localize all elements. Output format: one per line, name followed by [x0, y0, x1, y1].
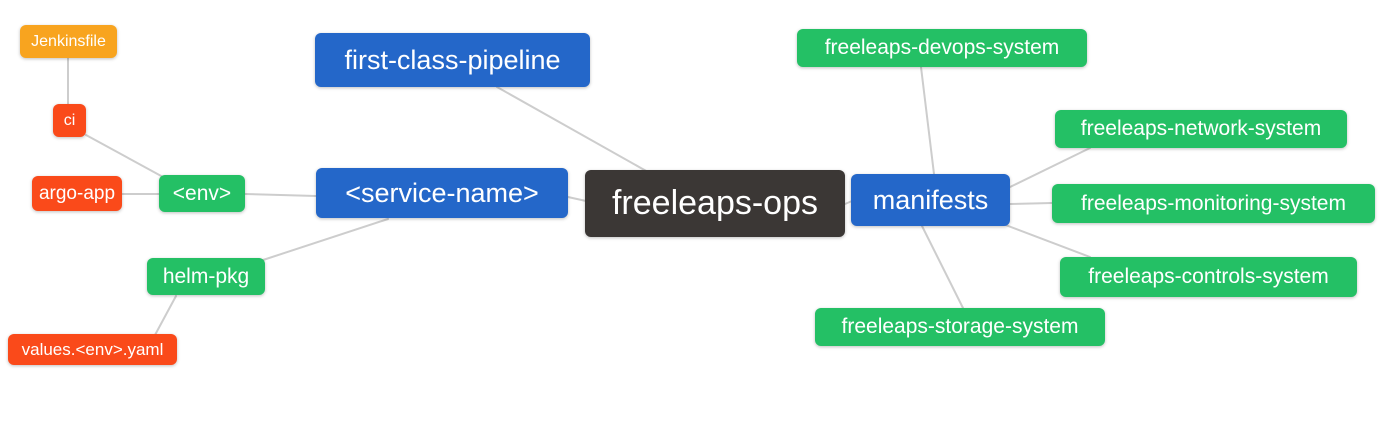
node-freeleaps-devops-system[interactable]: freeleaps-devops-system — [797, 29, 1087, 67]
edge-manifests-storage-system — [921, 225, 964, 309]
node-freeleaps-monitoring-system[interactable]: freeleaps-monitoring-system — [1052, 184, 1375, 223]
node-first-class-pipeline[interactable]: first-class-pipeline — [315, 33, 590, 87]
node-freeleaps-controls-system[interactable]: freeleaps-controls-system — [1060, 257, 1357, 297]
node-jenkinsfile[interactable]: Jenkinsfile — [20, 25, 117, 58]
edge-service-name-env — [244, 193, 317, 197]
node-ci[interactable]: ci — [53, 104, 86, 137]
node-env[interactable]: <env> — [159, 175, 245, 212]
node-freeleaps-network-system[interactable]: freeleaps-network-system — [1055, 110, 1347, 148]
edge-ops-first-class-pipeline — [496, 86, 649, 173]
edge-helm-pkg-values-env-yaml — [154, 295, 177, 336]
edge-manifests-network-system — [1009, 147, 1091, 188]
edge-ops-service-name — [567, 196, 587, 202]
node-argo-app[interactable]: argo-app — [32, 176, 122, 211]
edge-ops-manifests — [844, 200, 853, 205]
node-freeleaps-ops[interactable]: freeleaps-ops — [585, 170, 845, 237]
edge-manifests-controls-system — [1002, 223, 1091, 258]
edge-env-ci — [85, 134, 164, 178]
node-helm-pkg[interactable]: helm-pkg — [147, 258, 265, 295]
edge-manifests-devops-system — [920, 66, 935, 175]
node-manifests[interactable]: manifests — [851, 174, 1010, 226]
node-freeleaps-storage-system[interactable]: freeleaps-storage-system — [815, 308, 1105, 346]
edge-manifests-monitoring-system — [1009, 202, 1053, 205]
node-service-name[interactable]: <service-name> — [316, 168, 568, 218]
edge-service-name-helm-pkg — [262, 218, 389, 261]
node-values-env-yaml[interactable]: values.<env>.yaml — [8, 334, 177, 365]
